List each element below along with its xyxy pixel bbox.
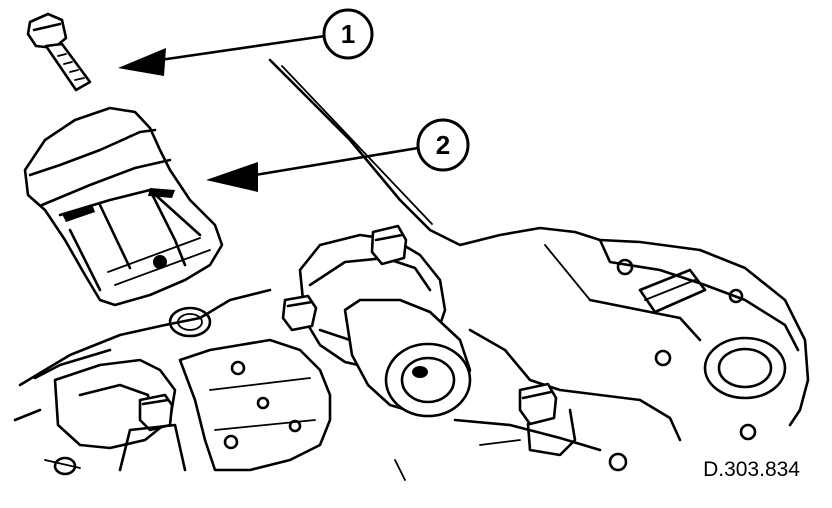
callout-1: 1 xyxy=(118,8,374,76)
figure-reference: D.303.834 xyxy=(703,458,800,481)
callout-2-label: 2 xyxy=(436,130,450,160)
callout-2: 2 xyxy=(206,118,470,192)
cylinder-head xyxy=(13,58,810,481)
part-1-bolt xyxy=(26,12,92,92)
camshaft-bearing xyxy=(281,224,577,457)
part-2-housing xyxy=(23,106,224,307)
callout-1-label: 1 xyxy=(341,19,355,49)
